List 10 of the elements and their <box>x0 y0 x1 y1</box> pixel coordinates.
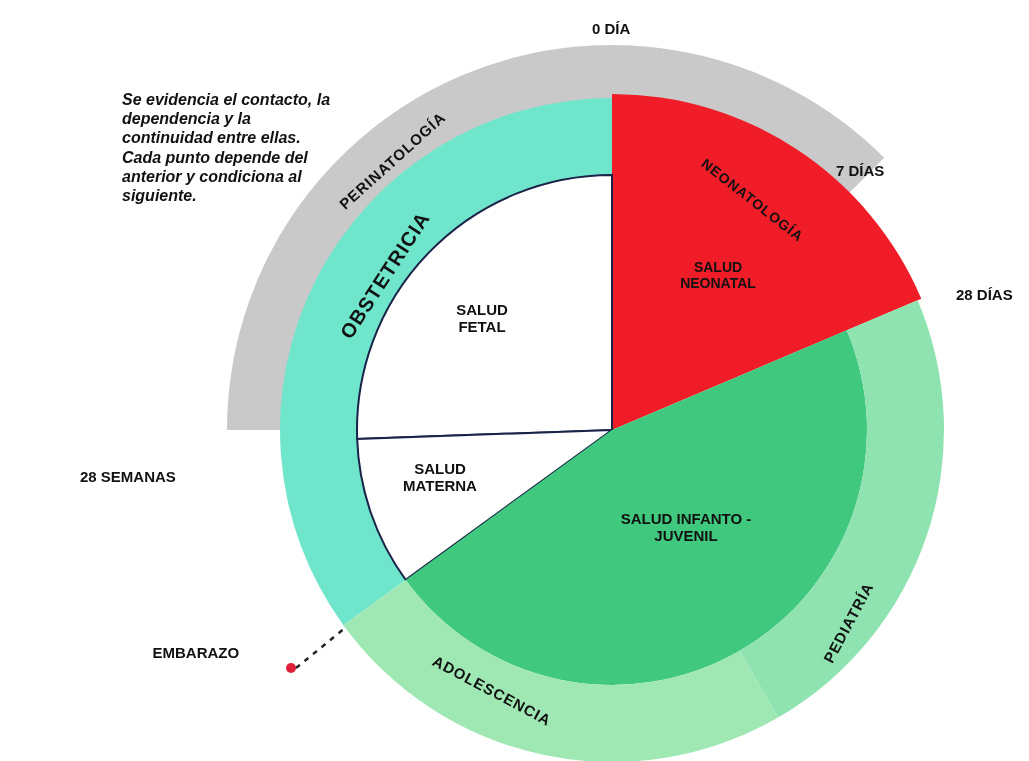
time-label: 28 DÍAS <box>956 286 1013 303</box>
sector-label: SALUD FETAL <box>455 300 509 335</box>
sector-label: SALUD NEONATAL <box>679 259 757 292</box>
note-text: Se evidencia el contacto, la dependencia y la continuidad entre ellas. Cada punto depende del anterior y condiciona al siguiente. <box>122 90 332 206</box>
sector-label: SALUD INFANTO - JUVENIL <box>619 509 753 544</box>
point-label: EMBARAZO <box>152 643 240 661</box>
time-label: 0 DÍA <box>592 20 631 37</box>
sector-label: SALUD MATERNA <box>402 459 478 494</box>
time-label: 28 SEMANAS <box>80 468 176 485</box>
time-label: 7 DÍAS <box>836 162 885 179</box>
